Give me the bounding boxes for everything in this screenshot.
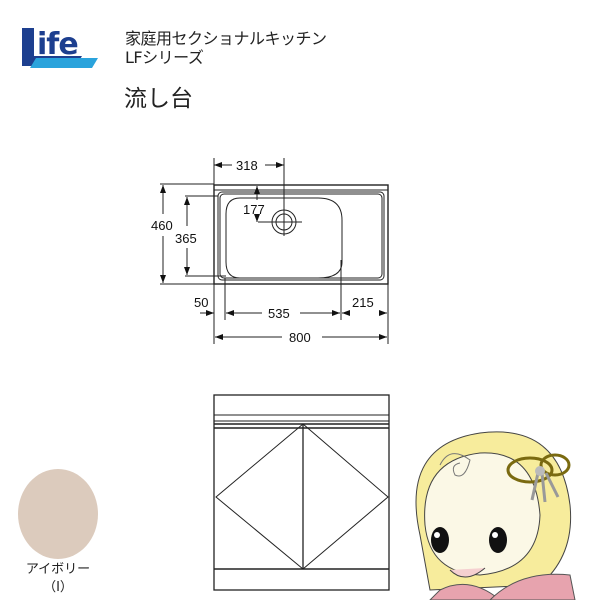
dim-total-width: 800 bbox=[289, 330, 311, 345]
series-name: LFシリーズ bbox=[125, 48, 204, 67]
door-diamond bbox=[215, 423, 389, 570]
color-swatch bbox=[18, 469, 98, 559]
dim-right-margin: 215 bbox=[352, 295, 374, 310]
dim-left-margin: 50 bbox=[194, 295, 208, 310]
sink-rim bbox=[217, 191, 385, 281]
life-logo: ife bbox=[22, 27, 98, 68]
sink-bowl bbox=[225, 197, 343, 279]
countertop-outline bbox=[213, 184, 389, 285]
series-category: 家庭用セクショナルキッチン bbox=[125, 29, 327, 48]
cabinet-front-drawing bbox=[213, 394, 390, 591]
color-code: （I） bbox=[43, 580, 73, 595]
dim-bowl-depth: 365 bbox=[175, 231, 197, 246]
dim-drain-x: 318 bbox=[236, 158, 258, 173]
dim-depth: 460 bbox=[151, 218, 173, 233]
product-title: 流し台 bbox=[124, 86, 193, 112]
dim-drain-y: 177 bbox=[243, 202, 265, 217]
mascot-icon bbox=[415, 431, 576, 600]
svg-text:ife: ife bbox=[37, 27, 78, 62]
color-name: アイボリー bbox=[25, 562, 91, 577]
dim-bowl-width: 535 bbox=[268, 306, 290, 321]
sink-plan-drawing: 318 177 460 365 50 535 215 800 bbox=[151, 158, 389, 345]
